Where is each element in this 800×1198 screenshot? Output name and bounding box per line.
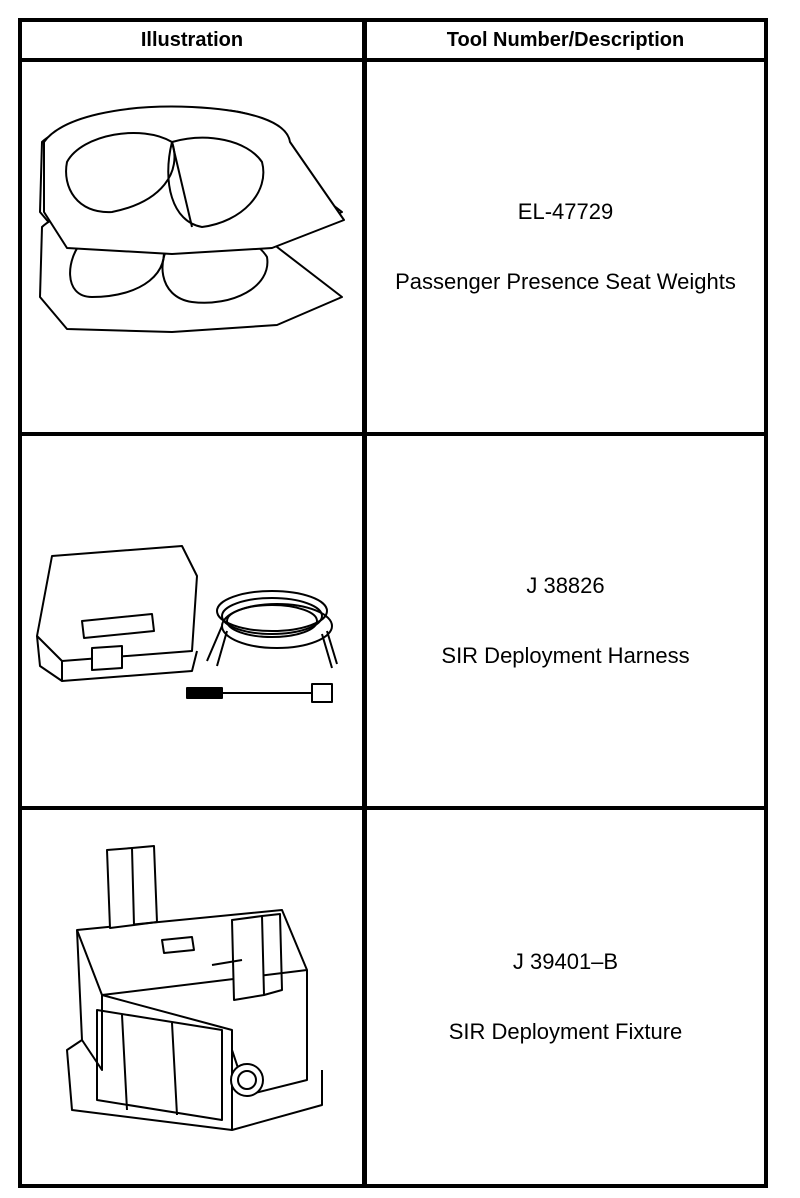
tool-cell: J 38826 SIR Deployment Harness (367, 436, 764, 806)
row-divider (18, 432, 768, 436)
tool-description: Passenger Presence Seat Weights (395, 269, 736, 294)
column-header-illustration: Illustration (140, 28, 244, 51)
tool-cell: EL-47729 Passenger Presence Seat Weights (367, 62, 764, 432)
tool-number: J 39401–B (512, 949, 619, 974)
seat-weights-icon (22, 62, 362, 432)
tool-description: SIR Deployment Harness (441, 643, 690, 668)
header-divider (18, 58, 768, 62)
tool-description: SIR Deployment Fixture (448, 1019, 683, 1044)
deployment-harness-icon (22, 436, 362, 806)
tool-number: EL-47729 (517, 199, 614, 224)
tool-cell: J 39401–B SIR Deployment Fixture (367, 810, 764, 1184)
table-border (18, 18, 768, 1188)
column-divider (362, 18, 367, 1188)
tool-number: J 38826 (526, 573, 605, 598)
row-divider (18, 806, 768, 810)
column-header-tool: Tool Number/Description (446, 28, 685, 51)
deployment-fixture-icon (22, 810, 362, 1184)
